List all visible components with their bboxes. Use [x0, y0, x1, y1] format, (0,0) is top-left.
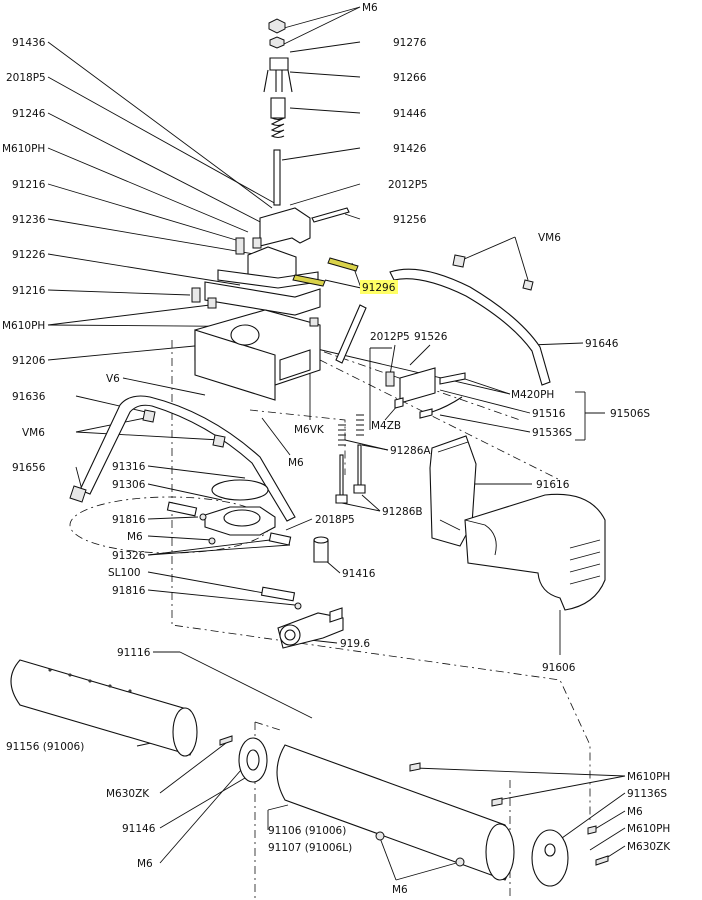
orifice-fittings — [260, 532, 329, 610]
outer-barrel — [10, 659, 198, 757]
label-v6: V6 — [106, 373, 120, 385]
cover-91606 — [464, 493, 606, 611]
label-91116: 91116 — [117, 647, 151, 659]
label-m6-a: M6 — [288, 457, 304, 469]
label-91306: 91306 — [112, 479, 146, 491]
rear-cap — [531, 825, 609, 887]
label-2012p5-b: 2012P5 — [370, 331, 410, 343]
label-2012p5-a: 2012P5 — [388, 179, 428, 191]
label-m6-top: M6 — [362, 2, 378, 14]
leader-lines — [47, 6, 626, 881]
label-91236: 91236 — [12, 214, 46, 226]
label-m6-e: M6 — [392, 884, 408, 896]
label-m420ph: M420PH — [511, 389, 554, 401]
label-91656: 91656 — [12, 462, 46, 474]
label-91636: 91636 — [12, 391, 46, 403]
label-m630zk-b: M630ZK — [627, 841, 671, 853]
springs-91296 — [292, 257, 359, 287]
highlight-91296 — [360, 280, 398, 294]
label-91286a: 91286A — [390, 445, 431, 457]
label-91106: 91106 (91006) — [268, 825, 346, 837]
label-91226: 91226 — [12, 249, 46, 261]
label-91816-b: 91816 — [112, 585, 146, 597]
lever-bracket — [191, 207, 350, 316]
label-vm6-b: VM6 — [22, 427, 45, 439]
label-91606: 91606 — [542, 662, 576, 674]
top-nut-stack — [263, 18, 293, 206]
label-91616: 91616 — [536, 479, 570, 491]
label-91646: 91646 — [585, 338, 619, 350]
label-91526: 91526 — [414, 331, 448, 343]
label-sl100: SL100 — [108, 567, 141, 579]
label-91246: 91246 — [12, 108, 46, 120]
label-919-6: 919.6 — [340, 638, 370, 650]
label-91216-b: 91216 — [12, 285, 46, 297]
label-91506s: 91506S — [610, 408, 650, 420]
label-m4zb: M4ZB — [371, 420, 401, 432]
label-91316: 91316 — [112, 461, 146, 473]
label-91416: 91416 — [342, 568, 376, 580]
control-assembly — [385, 367, 466, 419]
label-91426: 91426 — [393, 143, 427, 155]
label-91536s: 91536S — [532, 427, 572, 439]
end-disc — [219, 735, 268, 783]
label-91266: 91266 — [393, 72, 427, 84]
label-m6-d: M6 — [137, 858, 153, 870]
label-m6-c: M6 — [627, 806, 643, 818]
handle-91636 — [69, 395, 296, 522]
label-91107: 91107 (91006L) — [268, 842, 352, 854]
label-91256: 91256 — [393, 214, 427, 226]
label-91146: 91146 — [122, 823, 156, 835]
label-m610ph-c: M610PH — [627, 771, 670, 783]
label-91436: 91436 — [12, 37, 46, 49]
label-91156: 91156 (91006) — [6, 741, 84, 753]
label-m6vk: M6VK — [294, 424, 325, 436]
label-91446: 91446 — [393, 108, 427, 120]
label-m6-b: M6 — [127, 531, 143, 543]
label-m610ph-a: M610PH — [2, 143, 45, 155]
label-91286b: 91286B — [382, 506, 423, 518]
regulator — [277, 607, 344, 649]
igniter-springs — [335, 414, 366, 504]
label-91276: 91276 — [393, 37, 427, 49]
label-91216-a: 91216 — [12, 179, 46, 191]
label-2018p5-b: 2018P5 — [315, 514, 355, 526]
label-91516: 91516 — [532, 408, 566, 420]
main-housing — [194, 309, 321, 401]
label-91296: 91296 — [362, 282, 396, 294]
label-91136s: 91136S — [627, 788, 667, 800]
inner-barrel — [276, 744, 515, 881]
label-91326: 91326 — [112, 550, 146, 562]
part-labels: M6 91436 91276 2018P5 91266 91246 91446 … — [2, 2, 671, 896]
label-m630zk-a: M630ZK — [106, 788, 150, 800]
label-91816-a: 91816 — [112, 514, 146, 526]
label-vm6-a: VM6 — [538, 232, 561, 244]
label-2018p5-a: 2018P5 — [6, 72, 46, 84]
label-91206: 91206 — [12, 355, 46, 367]
label-m610ph-d: M610PH — [627, 823, 670, 835]
burner-plate — [166, 479, 276, 545]
handle-91646 — [335, 254, 551, 386]
label-m610ph-b: M610PH — [2, 320, 45, 332]
